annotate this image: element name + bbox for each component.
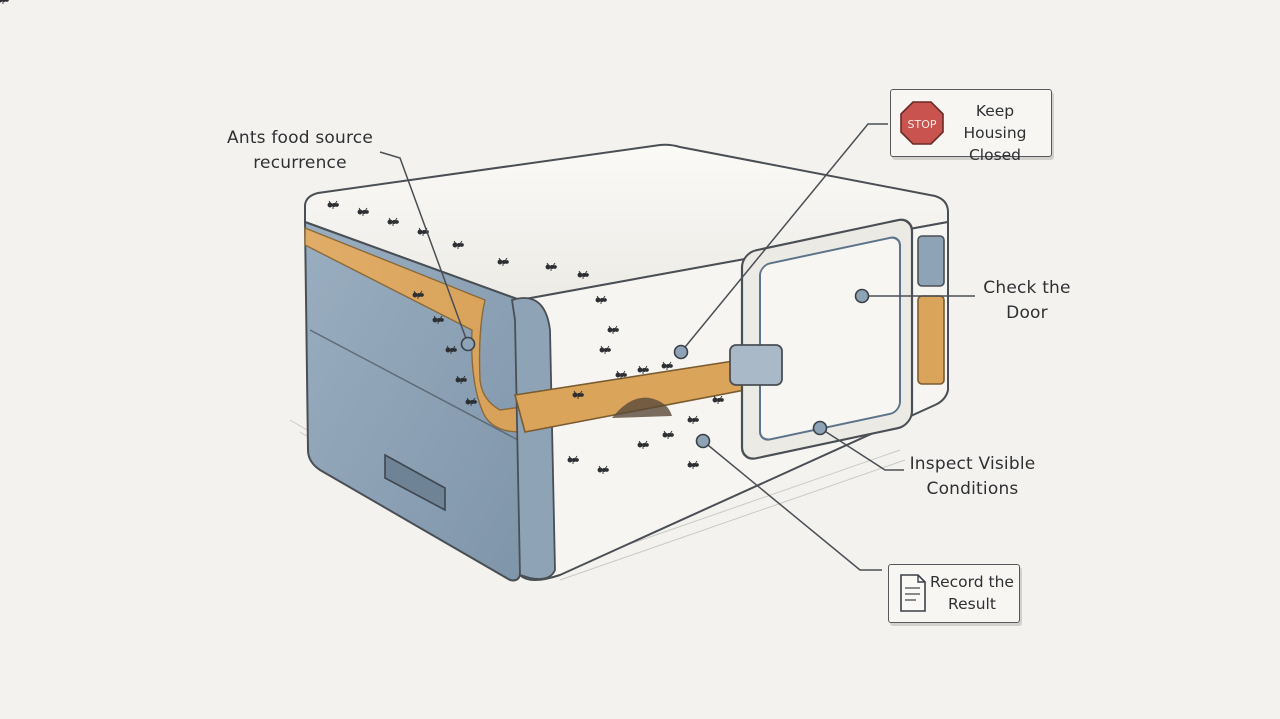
callout-door-line2: Door (1006, 303, 1048, 323)
callout-inspect-visible-conditions: Inspect Visible Conditions (900, 452, 1045, 502)
callout-inspect-line1: Inspect Visible (909, 454, 1036, 474)
debris-pile (612, 397, 672, 418)
document-icon (900, 574, 926, 612)
callout-record-line2: Result (948, 595, 996, 613)
callout-ants-line1: Ants food source (227, 128, 373, 148)
leader-lines (379, 123, 975, 571)
callout-inspect-line2: Conditions (926, 479, 1019, 499)
front-edge (510, 297, 556, 580)
housing-top (304, 143, 949, 302)
callout-record-line1: Record the (930, 573, 1014, 591)
callout-check-the-door: Check the Door (975, 276, 1079, 326)
callout-ants-line2: recurrence (253, 153, 347, 173)
callout-record-the-result: Record the Result (888, 564, 1020, 623)
ants (0, 0, 724, 475)
stop-sign-icon: STOP (900, 101, 944, 145)
callout-ants-food-source: Ants food source recurrence (220, 126, 380, 176)
callout-keep-housing-closed: STOP Keep Housing Closed (890, 89, 1052, 164)
callout-door-line1: Check the (983, 278, 1071, 298)
stop-sign-text: STOP (908, 118, 937, 131)
panel-seam (309, 329, 519, 441)
door-latch (729, 344, 783, 386)
control-strip (917, 235, 945, 287)
callout-keep-line2: Closed (968, 146, 1022, 164)
drawer-slot (384, 453, 446, 512)
door-panel (759, 236, 901, 441)
callout-dots (460, 288, 870, 449)
callout-keep-line1: Keep Housing (963, 102, 1027, 142)
control-strip-orange (917, 295, 945, 385)
